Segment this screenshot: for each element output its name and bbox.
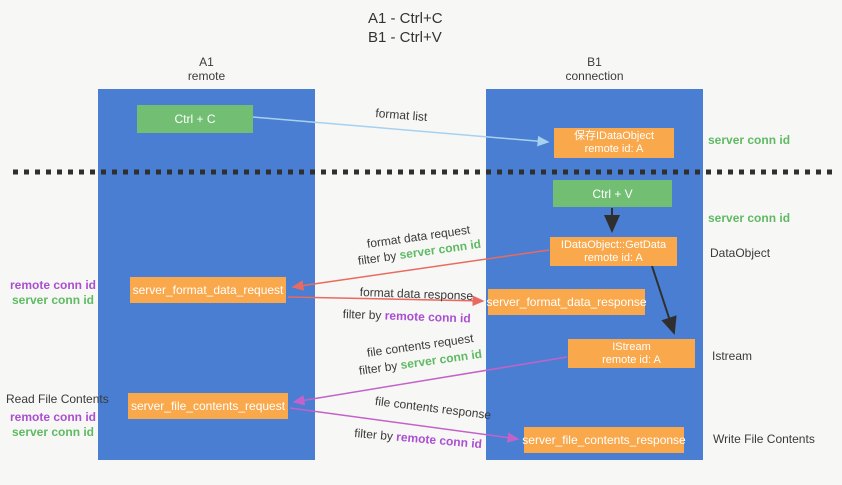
node-istream: IStream remote id: A	[568, 339, 695, 368]
node-format-request-label: server_format_data_request	[132, 283, 284, 297]
lane-header-b1: B1 connection	[486, 55, 703, 83]
node-file-request-label: server_file_contents_request	[130, 399, 286, 413]
lane-b1-role: connection	[565, 69, 624, 83]
remote-conn-id-text: remote conn id	[384, 308, 471, 326]
lane-header-a1: A1 remote	[98, 55, 315, 83]
label-istream: Istream	[712, 349, 753, 363]
node-server-format-data-request: server_format_data_request	[130, 277, 286, 303]
label-file-contents-response: file contents response	[374, 394, 492, 423]
node-istream-line2: remote id: A	[602, 353, 661, 366]
node-save-dataobject-line2: remote id: A	[584, 143, 644, 155]
node-istream-line1: IStream	[612, 340, 651, 353]
node-server-file-contents-response: server_file_contents_response	[522, 427, 686, 453]
remote-conn-id-text: remote conn id	[10, 278, 97, 292]
node-save-dataobject-line1: 保存IDataObject	[573, 130, 655, 142]
label-file-contents-response-filter: filter by remote conn id	[354, 426, 483, 451]
node-ctrl-v-label: Ctrl + V	[592, 186, 633, 201]
filter-by-text: filter by	[357, 248, 398, 268]
node-getdata-line1: IDataObject::GetData	[560, 238, 667, 251]
node-save-dataobject: 保存IDataObject remote id: A	[554, 128, 674, 158]
filter-by-text: filter by	[358, 358, 399, 378]
label-write-file-contents: Write File Contents	[713, 432, 815, 446]
remote-conn-id-text: remote conn id	[395, 429, 483, 452]
node-idataobject-getdata: IDataObject::GetData remote id: A	[550, 237, 677, 266]
node-ctrl-c-label: Ctrl + C	[174, 112, 216, 126]
filter-by-text: filter by	[353, 426, 394, 444]
filter-by-text: filter by	[342, 307, 382, 323]
title-line-1: A1 - Ctrl+C	[368, 10, 443, 27]
title-line-2: B1 - Ctrl+V	[368, 29, 442, 46]
node-server-file-contents-request: server_file_contents_request	[128, 393, 288, 419]
server-conn-id-text: server conn id	[11, 425, 95, 439]
node-ctrl-v: Ctrl + V	[553, 180, 672, 207]
remote-conn-id-text: remote conn id	[10, 410, 97, 424]
label-read-file-contents: Read File Contents	[6, 392, 109, 406]
node-file-response-label: server_file_contents_response	[522, 433, 686, 447]
lane-a1-name: A1	[199, 55, 214, 69]
lane-b1-name: B1	[587, 55, 602, 69]
label-format-data-response: format data response	[359, 285, 474, 303]
label-format-list: format list	[374, 106, 428, 125]
label-server-conn-id-right-top: server conn id	[708, 133, 791, 147]
lane-a1-role: remote	[187, 69, 226, 83]
node-format-response-label: server_format_data_response	[486, 295, 647, 309]
label-server-conn-id-right-mid: server conn id	[708, 211, 791, 225]
diagram-title: A1 - Ctrl+C B1 - Ctrl+V	[368, 9, 443, 47]
server-conn-id-text: server conn id	[11, 293, 95, 307]
label-format-data-response-filter: filter by remote conn id	[343, 307, 471, 325]
label-left-file-conn-ids: remote conn id server conn id	[10, 410, 96, 440]
node-ctrl-c: Ctrl + C	[137, 105, 253, 133]
label-dataobject: DataObject	[710, 246, 771, 260]
label-left-format-conn-ids: remote conn id server conn id	[10, 278, 96, 308]
node-getdata-line2: remote id: A	[584, 251, 643, 264]
node-server-format-data-response: server_format_data_response	[486, 289, 647, 315]
